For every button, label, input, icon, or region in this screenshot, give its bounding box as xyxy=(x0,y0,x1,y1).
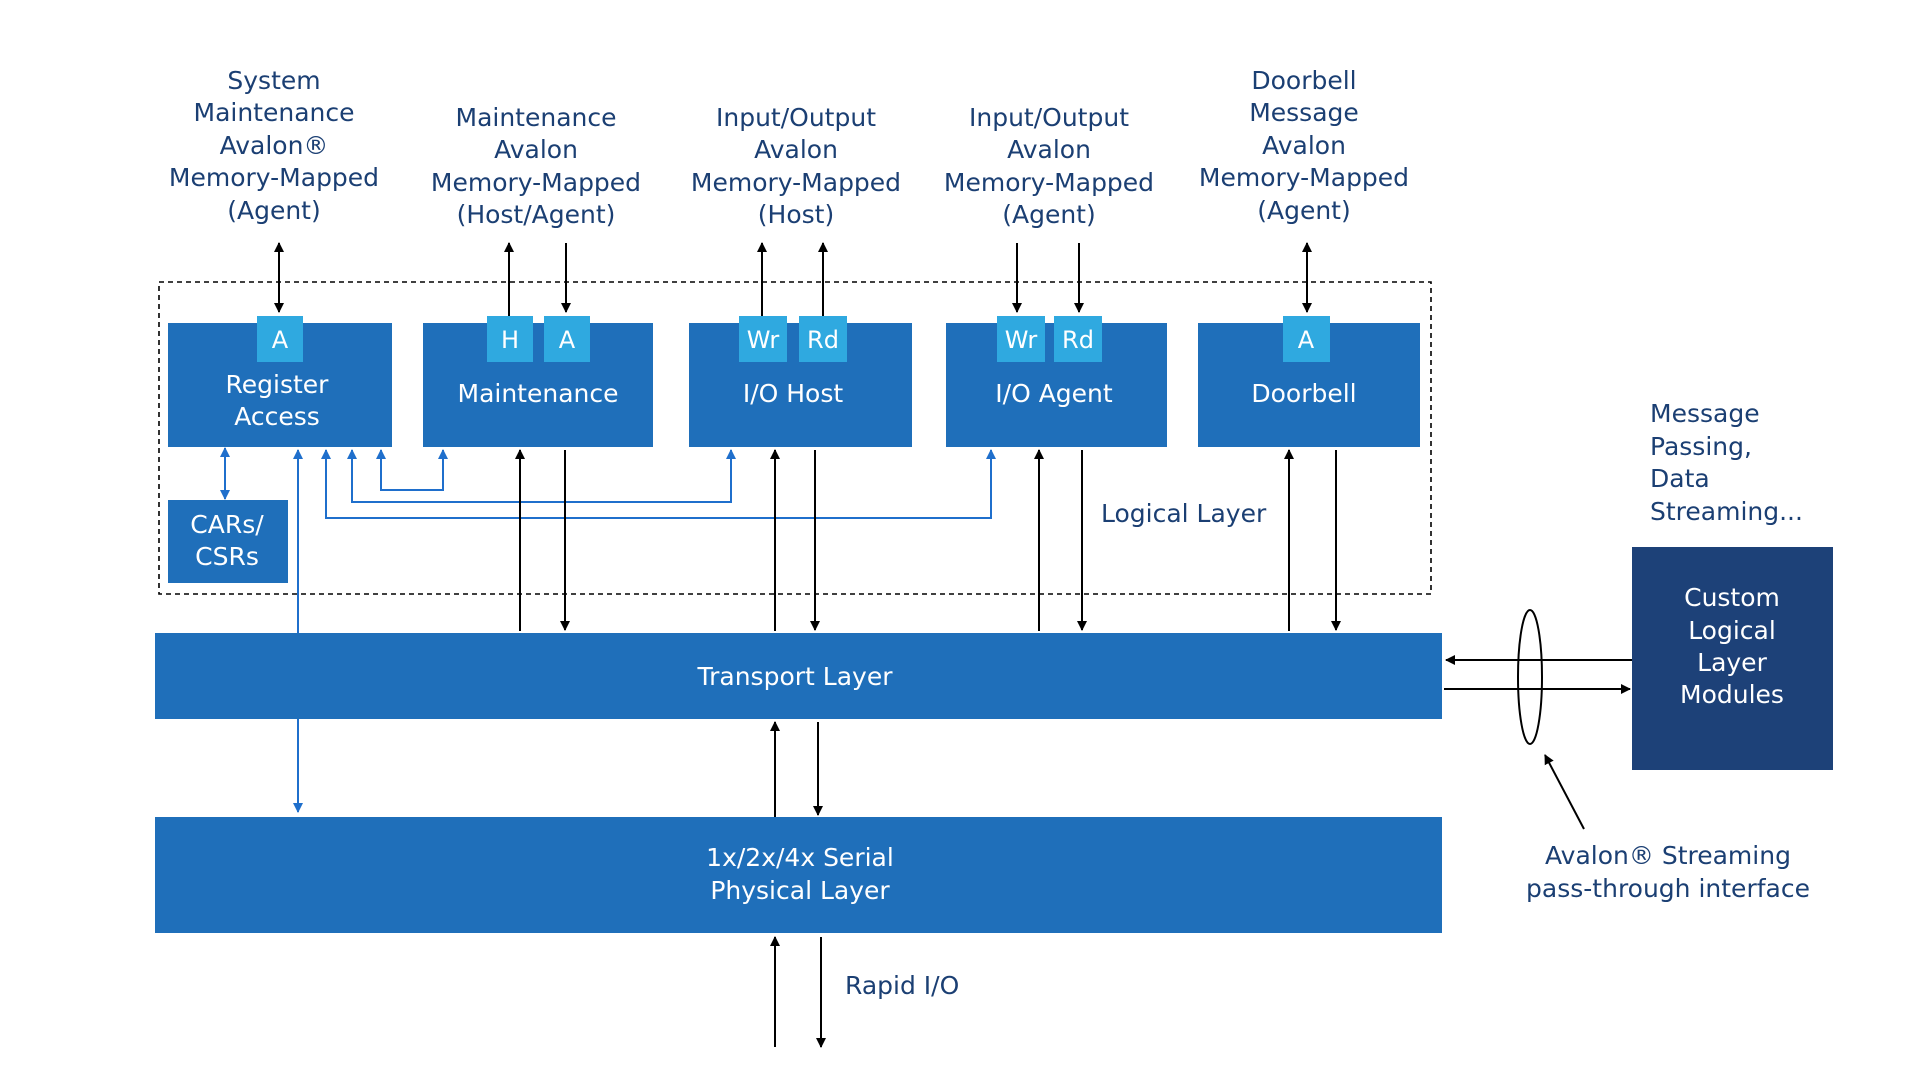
register-access-port-a xyxy=(257,316,303,362)
streaming-interface-line: pass-through interface xyxy=(1526,874,1810,903)
interface-label-doorbell: Doorbell Message Avalon Memory-Mapped (A… xyxy=(1199,66,1409,225)
link-register-maintenance xyxy=(376,449,448,491)
interface-label-line: Maintenance xyxy=(194,98,355,127)
port-label: H xyxy=(501,326,519,354)
interface-label-line: (Host) xyxy=(758,200,834,229)
interface-label-io-host: Input/Output Avalon Memory-Mapped (Host) xyxy=(691,103,901,229)
interface-label-line: Avalon xyxy=(494,135,578,164)
port-label: A xyxy=(559,326,576,354)
port-label: A xyxy=(1298,326,1315,354)
block-label: Doorbell xyxy=(1251,379,1356,408)
block-label: Access xyxy=(234,402,320,431)
interface-label-maintenance: Maintenance Avalon Memory-Mapped (Host/A… xyxy=(431,103,641,229)
block-label: Transport Layer xyxy=(697,662,894,691)
interface-label-line: Memory-Mapped xyxy=(944,168,1154,197)
block-label: Physical Layer xyxy=(710,876,890,905)
io-agent-block: Wr Rd I/O Agent xyxy=(946,316,1167,447)
interface-label-line: Memory-Mapped xyxy=(169,163,379,192)
streaming-interface-line: Avalon® Streaming xyxy=(1545,841,1791,870)
port-label: Rd xyxy=(1062,326,1094,354)
interface-label-line: Memory-Mapped xyxy=(431,168,641,197)
message-passing-line: Passing, xyxy=(1650,432,1752,461)
message-passing-line: Message xyxy=(1650,399,1760,428)
streaming-interface-label: Avalon® Streaming pass-through interface xyxy=(1526,841,1810,903)
interface-label-line: (Agent) xyxy=(227,196,321,225)
maintenance-port-h xyxy=(487,316,533,362)
doorbell-block: A Doorbell xyxy=(1198,316,1420,447)
maintenance-port-a xyxy=(544,316,590,362)
interface-label-system-maintenance: System Maintenance Avalon® Memory-Mapped… xyxy=(169,66,379,225)
interface-label-line: Input/Output xyxy=(969,103,1129,132)
streaming-bundle-ellipse xyxy=(1517,609,1543,745)
interface-label-line: Avalon xyxy=(754,135,838,164)
block-label: CARs/ xyxy=(190,510,264,539)
port-label: Wr xyxy=(1005,326,1038,354)
interface-label-line: (Agent) xyxy=(1002,200,1096,229)
block-label: Layer xyxy=(1697,648,1767,677)
interface-label-line: Avalon xyxy=(1262,131,1346,160)
interface-label-line: Avalon® xyxy=(220,131,329,160)
block-label: I/O Agent xyxy=(995,379,1113,408)
physical-layer-block: 1x/2x/4x Serial Physical Layer xyxy=(155,817,1442,933)
message-passing-line: Streaming... xyxy=(1650,497,1803,526)
block-label: CSRs xyxy=(195,542,259,571)
interface-label-line: (Agent) xyxy=(1257,196,1351,225)
interface-label-line: Memory-Mapped xyxy=(1199,163,1409,192)
logical-layer-label: Logical Layer xyxy=(1101,499,1267,528)
block-label: Register xyxy=(226,370,330,399)
interface-label-line: Doorbell xyxy=(1251,66,1356,95)
io-agent-port-wr xyxy=(997,316,1045,362)
interface-label-line: Memory-Mapped xyxy=(691,168,901,197)
io-host-block: Wr Rd I/O Host xyxy=(689,316,912,447)
custom-modules-block: Custom Logical Layer Modules xyxy=(1632,547,1833,770)
register-access-block: A Register Access xyxy=(168,316,392,447)
port-label: A xyxy=(272,326,289,354)
io-agent-port-rd xyxy=(1054,316,1102,362)
port-label: Rd xyxy=(807,326,839,354)
block-label: 1x/2x/4x Serial xyxy=(706,843,894,872)
interface-label-line: Input/Output xyxy=(716,103,876,132)
interface-label-line: Message xyxy=(1249,98,1359,127)
block-label: I/O Host xyxy=(743,379,844,408)
rapid-io-label: Rapid I/O xyxy=(845,971,959,1000)
link-register-io-host xyxy=(347,449,736,503)
cars-csrs-block: CARs/ CSRs xyxy=(168,500,288,583)
port-label: Wr xyxy=(747,326,780,354)
interface-label-line: System xyxy=(227,66,320,95)
doorbell-port-a xyxy=(1283,316,1330,362)
io-host-port-wr xyxy=(739,316,787,362)
block-label: Logical xyxy=(1688,616,1776,645)
link-register-io-agent xyxy=(321,449,996,519)
message-passing-label: Message Passing, Data Streaming... xyxy=(1650,399,1803,526)
streaming-pointer-arrow xyxy=(1544,754,1585,830)
interface-label-line: (Host/Agent) xyxy=(457,200,616,229)
block-label: Custom xyxy=(1684,583,1780,612)
transport-layer-block: Transport Layer xyxy=(155,633,1442,719)
block-label: Modules xyxy=(1680,680,1784,709)
message-passing-line: Data xyxy=(1650,464,1710,493)
interface-label-line: Maintenance xyxy=(456,103,617,132)
interface-label-line: Avalon xyxy=(1007,135,1091,164)
maintenance-block: H A Maintenance xyxy=(423,316,653,447)
block-label: Maintenance xyxy=(458,379,619,408)
io-host-port-rd xyxy=(799,316,847,362)
interface-label-io-agent: Input/Output Avalon Memory-Mapped (Agent… xyxy=(944,103,1154,229)
